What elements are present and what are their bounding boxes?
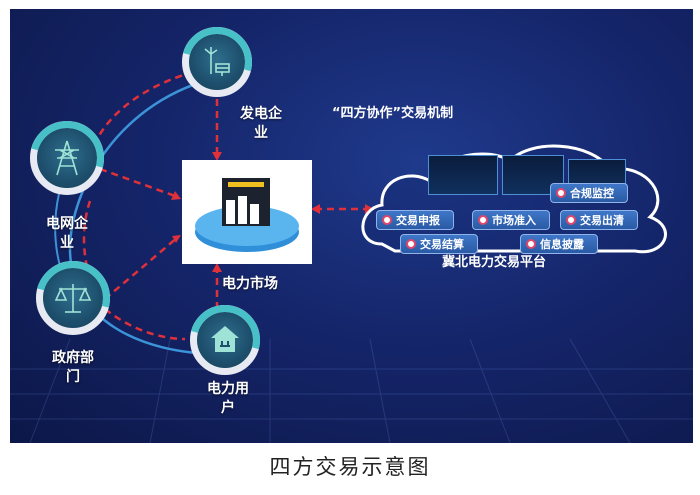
transmission-tower-icon [37, 128, 97, 188]
house-plug-icon [197, 312, 253, 368]
platform-screen [428, 155, 498, 195]
mechanism-title: “四方协作”交易机制 [332, 106, 454, 121]
function-pill: 交易申报 [376, 210, 454, 230]
figure-caption: 四方交易示意图 [269, 455, 431, 479]
grid-label: 电网企业 [46, 216, 88, 251]
function-pill: 市场准入 [472, 210, 550, 230]
user-node [177, 292, 273, 388]
user-label: 电力用户 [207, 381, 249, 416]
function-pill: 合规监控 [550, 183, 628, 203]
server-stack-icon [195, 178, 299, 252]
function-pill: 信息披露 [520, 234, 598, 254]
government-label: 政府部门 [52, 350, 94, 385]
wind-solar-icon [189, 34, 245, 90]
grid-node [16, 107, 118, 209]
function-pill: 交易结算 [400, 234, 478, 254]
power-gen-label: 发电企业 [240, 106, 282, 141]
platform-label: 冀北电力交易平台 [442, 255, 547, 270]
market-box [182, 160, 312, 264]
scales-icon [43, 268, 103, 328]
diagram-panel: 发电企业 电网企业 政府部门 电力用户 [10, 9, 693, 443]
function-pill: 交易出清 [560, 210, 638, 230]
power-gen-node [169, 14, 265, 110]
government-node [22, 247, 124, 349]
market-label: 电力市场 [222, 276, 278, 292]
